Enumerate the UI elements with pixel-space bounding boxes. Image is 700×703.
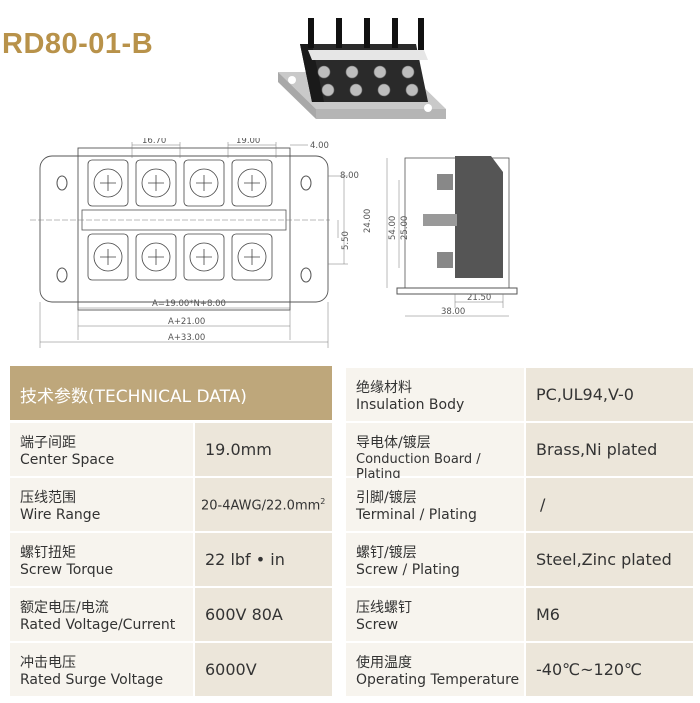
label-cn: 使用温度 <box>356 655 412 671</box>
dim-4-label: 4.00 <box>310 141 329 151</box>
product-title: RD80-01-B <box>2 28 154 60</box>
value-text: 600V 80A <box>205 605 283 624</box>
row-label-cell: 压线螺钉 Screw <box>346 588 524 641</box>
dim-54-label: 54.00 <box>388 216 398 240</box>
value-text: 22 lbf • in <box>205 550 285 569</box>
table-row: 螺钉扭矩 Screw Torque 22 lbf • in <box>10 533 693 586</box>
dim-a2-label: A+21.00 <box>168 317 205 327</box>
row-value-cell: 20-4AWG/22.0mm2 <box>195 478 332 531</box>
value-text: 20-4AWG/22.0mm2 <box>201 497 325 513</box>
product-photo <box>278 18 446 119</box>
dim-215-label: 21.50 <box>467 293 491 303</box>
label-cn: 引脚/镀层 <box>356 490 417 506</box>
value-text: 19.0mm <box>205 440 272 459</box>
table-row: 使用温度 Operating Temperature -40℃~120℃ <box>10 643 693 696</box>
row-label-cell: 导电体/镀层 Conduction Board / Plating <box>346 423 524 482</box>
value-text: -40℃~120℃ <box>536 660 643 679</box>
table-header-label: 技术参数(TECHNICAL DATA) <box>20 387 247 407</box>
row-value-cell: M6 <box>526 588 693 641</box>
table-row: 压线范围 Wire Range 20-4AWG/22.0mm2 <box>10 478 693 531</box>
label-en: Screw Torque <box>20 562 114 578</box>
label-cn: 螺钉扭矩 <box>20 545 76 561</box>
row-label-cell: 引脚/镀层 Terminal / Plating <box>346 478 524 531</box>
value-text: / <box>540 495 546 514</box>
row-value-cell: 22 lbf • in <box>195 533 332 586</box>
table-row: 端子间距 Center Space 19.0mm <box>10 423 693 476</box>
dim-a1-label: A=19.00*N+8.00 <box>152 299 226 309</box>
table-row: 压线螺钉 Screw M6 <box>10 588 693 641</box>
row-value-cell: 600V 80A <box>195 588 332 641</box>
row-value-cell: -40℃~120℃ <box>526 643 693 696</box>
table-row: 导电体/镀层 Conduction Board / Plating Brass,… <box>10 423 693 482</box>
label-en: Center Space <box>20 452 115 468</box>
dim-24-label: 24.00 <box>363 209 373 233</box>
label-en: Rated Surge Voltage <box>20 672 164 688</box>
value-main: 20-4AWG/22.0mm <box>201 498 321 514</box>
label-en: Terminal / Plating <box>356 507 477 523</box>
row-value-cell: 19.0mm <box>195 423 332 476</box>
value-text: 6000V <box>205 660 257 679</box>
table-row: 绝缘材料 Insulation Body PC,UL94,V-0 <box>10 368 693 421</box>
label-cn: 导电体/镀层 <box>356 435 431 451</box>
row-label-cell: 螺钉扭矩 Screw Torque <box>10 533 193 586</box>
row-label-cell: 绝缘材料 Insulation Body <box>346 368 524 421</box>
value-sup: 2 <box>320 497 326 506</box>
dim-a3-label: A+33.00 <box>168 333 205 343</box>
label-en: Screw <box>356 617 399 633</box>
row-label-cell: 螺钉/镀层 Screw / Plating <box>346 533 524 586</box>
value-text: M6 <box>536 605 560 624</box>
table-row: 螺钉/镀层 Screw / Plating Steel,Zinc plated <box>10 533 693 586</box>
label-cn: 端子间距 <box>20 435 76 451</box>
row-value-cell: Steel,Zinc plated <box>526 533 693 586</box>
row-label-cell: 压线范围 Wire Range <box>10 478 193 531</box>
dim-550-label: 5.50 <box>341 231 351 250</box>
label-en: Wire Range <box>20 507 101 523</box>
dim-pitch2-label: 19.00 <box>236 138 260 146</box>
row-value-cell: / <box>526 478 693 531</box>
row-value-cell: PC,UL94,V-0 <box>526 368 693 421</box>
label-en: Rated Voltage/Current <box>20 617 176 633</box>
dim-8-label: 8.00 <box>340 171 359 181</box>
table-row: 额定电压/电流 Rated Voltage/Current 600V 80A <box>10 588 693 641</box>
row-label-cell: 额定电压/电流 Rated Voltage/Current <box>10 588 193 641</box>
label-cn: 绝缘材料 <box>356 380 412 396</box>
label-cn: 冲击电压 <box>20 655 76 671</box>
label-en: Operating Temperature <box>356 672 520 688</box>
row-label-cell: 冲击电压 Rated Surge Voltage <box>10 643 193 696</box>
dim-pitch-label: 16.70 <box>142 138 166 146</box>
label-cn: 额定电压/电流 <box>20 600 109 616</box>
label-en: Insulation Body <box>356 397 465 413</box>
row-value-cell: Brass,Ni plated <box>526 423 693 476</box>
row-label-cell: 使用温度 Operating Temperature <box>346 643 524 696</box>
value-text: PC,UL94,V-0 <box>536 385 634 404</box>
table-row: 冲击电压 Rated Surge Voltage 6000V <box>10 643 693 696</box>
dim-25-label: 25.00 <box>400 216 410 240</box>
value-text: Steel,Zinc plated <box>536 550 672 569</box>
technical-data-table: 技术参数(TECHNICAL DATA) 端子间距 Center Space 1… <box>10 366 693 696</box>
row-label-cell: 端子间距 Center Space <box>10 423 193 476</box>
label-cn: 压线范围 <box>20 490 76 506</box>
side-view-drawing: 54.00 25.00 21.50 38.00 <box>386 156 518 317</box>
label-en: Screw / Plating <box>356 562 460 578</box>
table-header: 技术参数(TECHNICAL DATA) <box>10 366 332 420</box>
value-text: Brass,Ni plated <box>536 440 658 459</box>
label-cn: 压线螺钉 <box>356 600 412 616</box>
label-cn: 螺钉/镀层 <box>356 545 417 561</box>
row-value-cell: 6000V <box>195 643 332 696</box>
table-row: 引脚/镀层 Terminal / Plating / <box>10 478 693 531</box>
front-view-drawing: 16.70 19.00 4.00 8.00 24.00 5.50 A=19.00… <box>30 138 373 348</box>
dim-38-label: 38.00 <box>441 307 465 317</box>
